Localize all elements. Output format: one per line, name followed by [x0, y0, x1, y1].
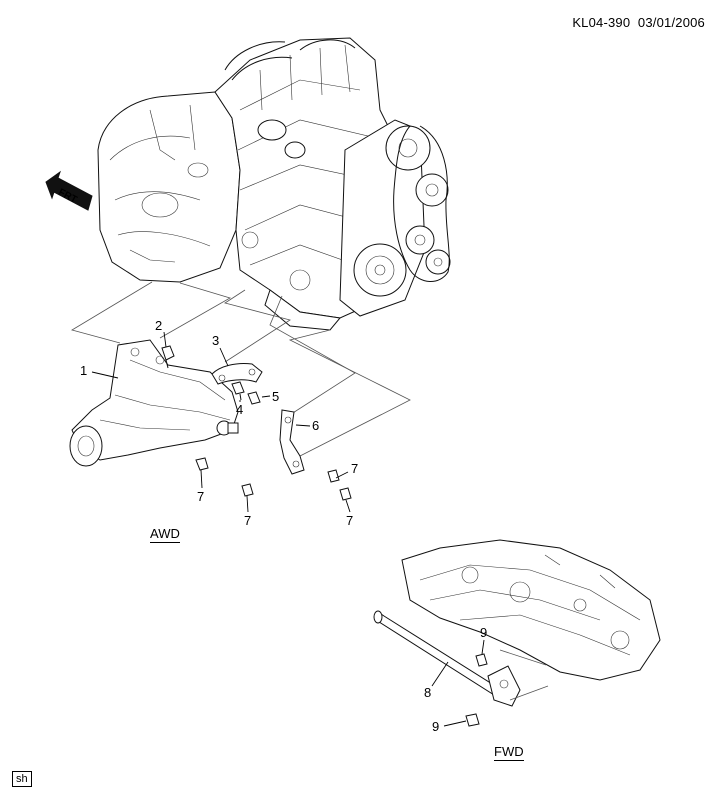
awd-leader-lines [91, 331, 351, 513]
callout-4: 4 [236, 402, 244, 417]
bolt-part-5 [247, 391, 261, 405]
document-code: KL04-390 [572, 15, 631, 30]
callout-7d: 7 [346, 513, 354, 528]
document-date: 03/01/2006 [637, 15, 705, 30]
footer-badge: sh [12, 771, 32, 787]
callout-7c: 7 [351, 461, 359, 476]
callout-5: 5 [272, 389, 280, 404]
bracket-part-6 [279, 409, 305, 475]
guide-lines-awd [70, 281, 411, 457]
bolt-part-2 [161, 345, 175, 369]
callout-9b: 9 [432, 719, 440, 734]
fwd-transaxle-illustration [401, 539, 661, 681]
callout-3: 3 [212, 333, 220, 348]
callout-7a: 7 [197, 489, 205, 504]
callout-2: 2 [155, 318, 163, 333]
fwd-leader-lines [431, 639, 549, 727]
bolt-part-9a [475, 653, 488, 667]
bolt-part-7c [327, 469, 340, 483]
bolt-part-7d [339, 487, 352, 501]
bracket-part-3 [211, 363, 263, 385]
callout-1: 1 [80, 363, 88, 378]
intermediate-shaft-part-8 [373, 610, 521, 707]
callout-6: 6 [312, 418, 320, 433]
section-label-fwd: FWD [494, 744, 524, 761]
callout-7b: 7 [244, 513, 252, 528]
header-reference: KL04-390 03/01/2006 [572, 16, 705, 30]
section-label-awd: AWD [150, 526, 180, 543]
callout-8: 8 [424, 685, 432, 700]
power-transfer-unit [69, 339, 239, 467]
engine-assembly-illustration [97, 37, 451, 331]
bolt-part-9b [465, 713, 480, 727]
bolt-part-7b [241, 483, 254, 497]
bolt-part-4 [231, 381, 245, 401]
callout-9a: 9 [480, 625, 488, 640]
front-direction-arrow [45, 170, 93, 211]
bolt-part-7a [195, 457, 209, 471]
